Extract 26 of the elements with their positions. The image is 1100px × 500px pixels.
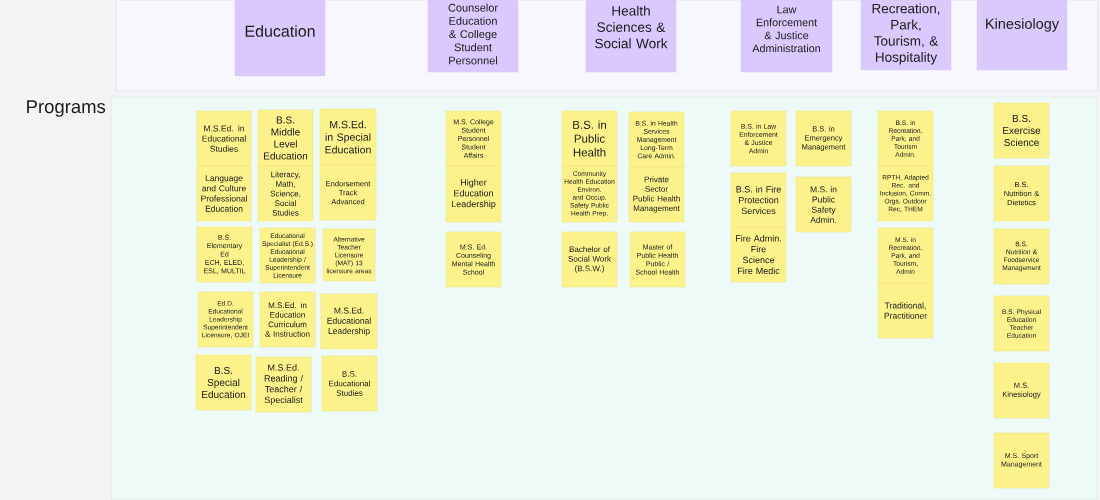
sticky-note: B.S. Educational Studies	[321, 355, 378, 412]
sticky-note: Private Sector Public Health Management	[628, 166, 685, 223]
sticky-note: M.S.Ed. Reading / Teacher / Specialist	[255, 356, 312, 413]
sticky-note: B.S. Special Education	[195, 354, 252, 411]
lane-heading: Programs	[27, 100, 106, 117]
sticky-note: B.S. Middle Level Education	[257, 109, 314, 167]
sticky-note: M.S. in Public Safety Admin.	[795, 176, 852, 233]
sticky-note: B.S. Exercise Science	[993, 102, 1050, 159]
sticky-note: M.S.Ed. Educational Leadership	[320, 293, 378, 350]
sticky-note: Education	[234, 0, 326, 77]
sticky-note: Bachelor of Social Work (B.S.W.)	[561, 231, 618, 288]
sticky-note: Fire Admin. Fire Science Fire Medic	[730, 226, 787, 283]
sticky-note: Health Sciences & Social Work	[585, 0, 677, 73]
sticky-note: M.S.Ed. in Educational Studies	[196, 110, 252, 167]
sticky-note: M.S.Ed. in Education Curriculum & Instruction	[259, 291, 316, 348]
sticky-note: Counselor Education & College Student Personnel	[427, 0, 519, 73]
sticky-note: Higher Education Leadership	[445, 165, 502, 223]
sticky-note: M.S.Ed. in Special Education	[319, 108, 377, 166]
sticky-note: Recreation, Park, Tourism, & Hospitality	[860, 0, 952, 71]
sticky-note: Literacy, Math, Science, Social Studies	[257, 165, 314, 222]
sticky-note: B.S. in Fire Protection Services	[730, 172, 787, 228]
sticky-note: Kinesiology	[976, 0, 1068, 71]
sticky-note: Law Enforcement & Justice Administration	[740, 0, 833, 73]
sticky-note: B.S. in Public Health	[561, 110, 618, 167]
sticky-note: Traditional, Practitioner	[877, 282, 934, 339]
sticky-note: Language and Culture Professional Education	[196, 165, 252, 222]
